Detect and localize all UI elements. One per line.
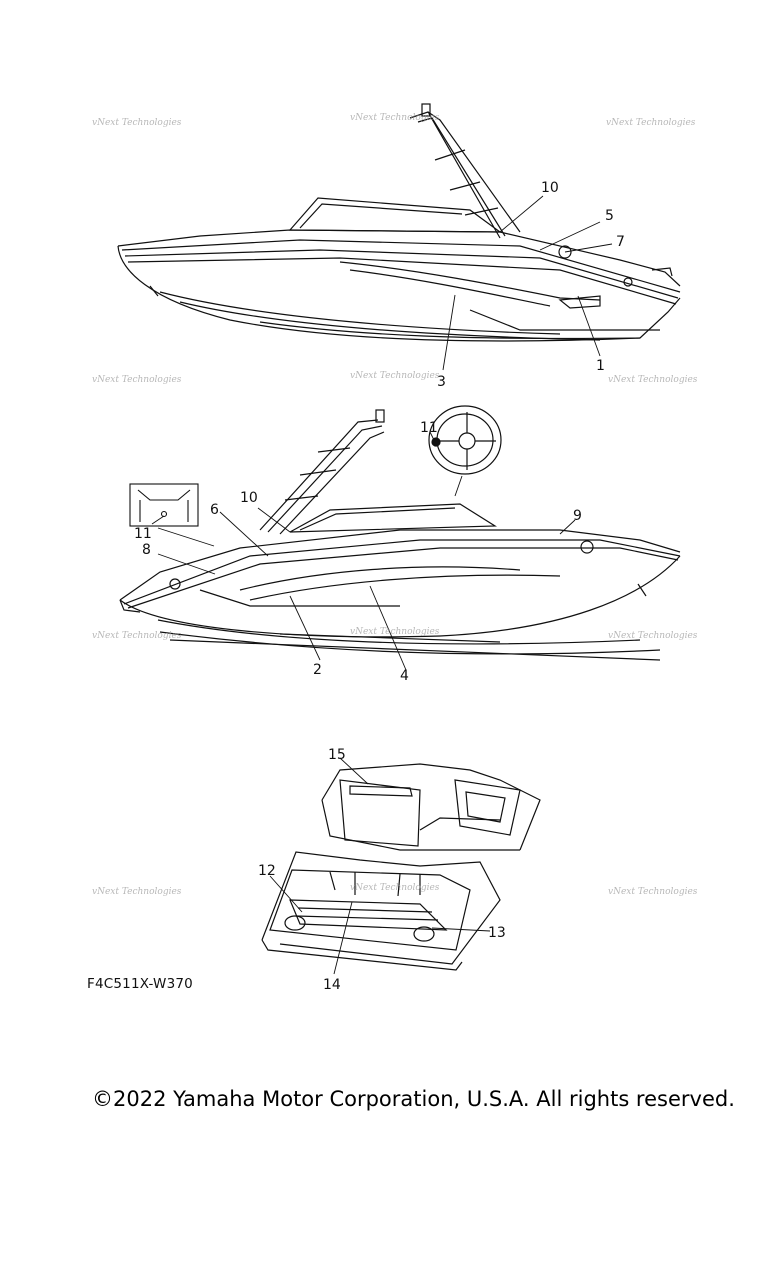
callout-leaders-bottom bbox=[269, 757, 491, 975]
callout-6: 6 bbox=[210, 502, 219, 518]
callout-10-top: 10 bbox=[541, 180, 559, 196]
callout-13: 12 bbox=[258, 863, 276, 879]
callout-2: 2 bbox=[313, 662, 322, 678]
drawing-code: F4C511X-W370 bbox=[87, 976, 193, 992]
callout-4: 4 bbox=[400, 668, 409, 684]
watermark: vNext Technologies bbox=[350, 371, 440, 381]
callout-5: 5 bbox=[605, 208, 614, 224]
watermark: vNext Technologies bbox=[350, 883, 440, 893]
callout-15: 14 bbox=[323, 977, 341, 993]
copyright-notice: ©2022 Yamaha Motor Corporation, U.S.A. A… bbox=[92, 1087, 735, 1111]
parts-diagram: 10 5 7 3 1 bbox=[92, 103, 698, 993]
watermark: vNext Technologies bbox=[92, 887, 182, 897]
callout-9: 9 bbox=[573, 508, 582, 524]
callout-leaders-top bbox=[442, 195, 613, 371]
storage-compartment-illustration bbox=[261, 763, 541, 971]
callout-8: 8 bbox=[142, 542, 151, 558]
watermarks: vNext Technologies vNext Technologies vN… bbox=[92, 113, 698, 897]
callout-14: 13 bbox=[488, 925, 506, 941]
callout-3: 3 bbox=[437, 374, 446, 390]
boat-middle-illustration bbox=[119, 409, 681, 661]
callout-16: 15 bbox=[328, 747, 346, 763]
callout-10-middle: 10 bbox=[240, 490, 258, 506]
watermark: vNext Technologies bbox=[92, 631, 182, 641]
watermark: vNext Technologies bbox=[608, 375, 698, 385]
inset-seat-detail bbox=[129, 483, 199, 527]
watermark: vNext Technologies bbox=[350, 627, 440, 637]
boat-top-illustration bbox=[117, 103, 681, 342]
callout-1: 1 bbox=[596, 358, 605, 374]
watermark: vNext Technologies bbox=[92, 118, 182, 128]
callout-12: 11 bbox=[420, 420, 438, 436]
callout-leaders-middle bbox=[151, 431, 576, 671]
callout-7: 7 bbox=[616, 234, 625, 250]
watermark: vNext Technologies bbox=[92, 375, 182, 385]
watermark: vNext Technologies bbox=[608, 631, 698, 641]
steering-wheel-detail bbox=[428, 405, 502, 475]
watermark: vNext Technologies bbox=[606, 118, 696, 128]
callout-11: 11 bbox=[134, 526, 152, 542]
watermark: vNext Technologies bbox=[350, 113, 440, 123]
watermark: vNext Technologies bbox=[608, 887, 698, 897]
